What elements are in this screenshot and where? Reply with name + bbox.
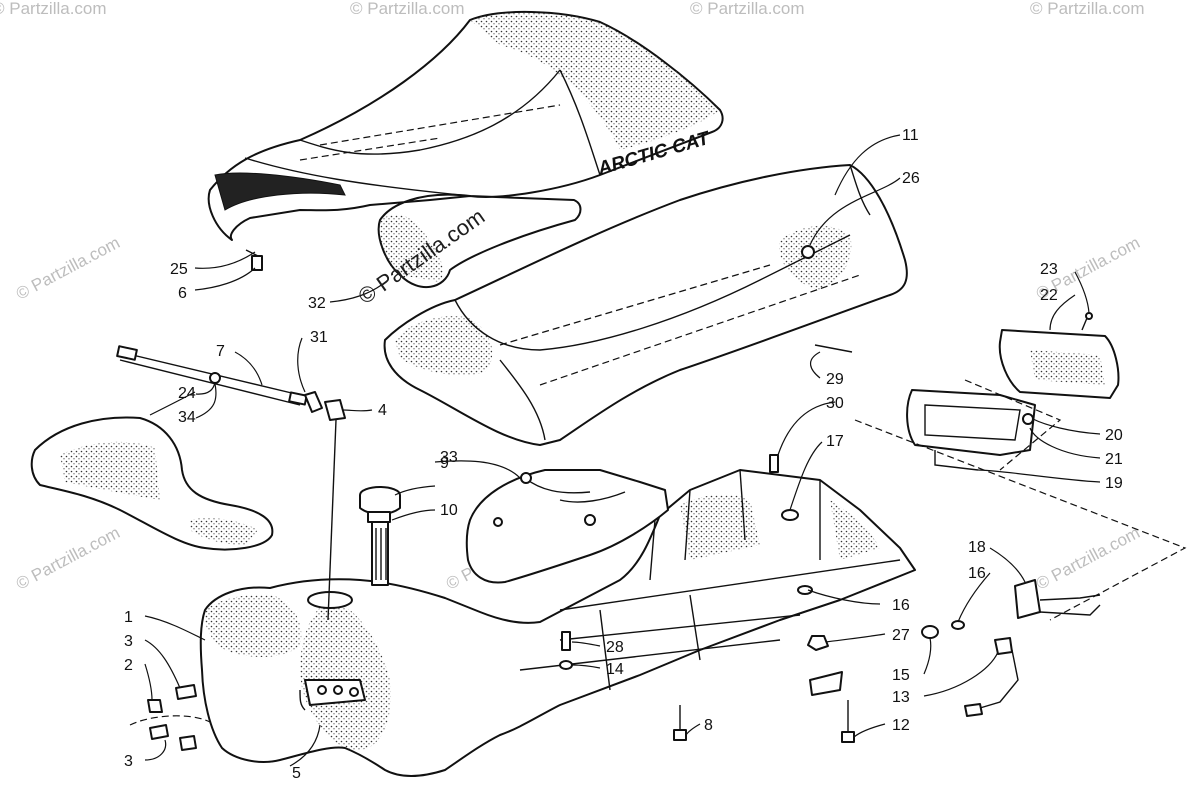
callout-7: 7 — [216, 343, 225, 360]
faint-watermark: © Partzilla.com — [350, 0, 465, 18]
callout-34: 34 — [178, 409, 196, 426]
callout-31: 31 — [310, 329, 328, 346]
callout-24: 24 — [178, 385, 196, 402]
faint-watermark: © Partzilla.com — [690, 0, 805, 18]
callout-labels: 1 2 3 3 4 5 6 7 8 9 10 11 12 13 14 15 16… — [124, 127, 1123, 782]
leader-lines — [144, 134, 1101, 767]
callout-3: 3 — [124, 753, 133, 770]
callout-12: 12 — [892, 717, 910, 734]
callout-15: 15 — [892, 667, 910, 684]
faint-watermark: © Partzilla.com — [13, 233, 123, 304]
callout-6: 6 — [178, 285, 187, 302]
seat-base — [383, 164, 908, 446]
callout-32: 32 — [308, 295, 326, 312]
callout-14: 14 — [606, 661, 624, 678]
callout-25: 25 — [170, 261, 188, 278]
callout-17: 17 — [826, 433, 844, 450]
callout-22: 22 — [1040, 287, 1058, 304]
callout-3: 3 — [124, 633, 133, 650]
callout-26: 26 — [902, 170, 920, 187]
cover-panel — [465, 469, 669, 584]
callout-21: 21 — [1105, 451, 1123, 468]
callout-20: 20 — [1105, 427, 1123, 444]
callout-13: 13 — [892, 689, 910, 706]
callout-27: 27 — [892, 627, 910, 644]
callout-4: 4 — [378, 402, 387, 419]
faint-watermark: © Partzilla.com — [0, 0, 107, 18]
callout-18: 18 — [968, 539, 986, 556]
faint-watermark: © Partzilla.com — [1033, 523, 1143, 594]
callout-30: 30 — [826, 395, 844, 412]
callout-11: 11 — [902, 127, 919, 144]
faint-watermark: © Partzilla.com — [13, 523, 123, 594]
side-panel-left — [30, 416, 274, 551]
taillight-assembly — [854, 312, 1187, 621]
callout-1: 1 — [124, 609, 133, 626]
callout-29: 29 — [826, 371, 844, 388]
callout-33: 33 — [440, 449, 458, 466]
callout-9: 9 — [440, 455, 449, 472]
callout-5: 5 — [292, 765, 301, 782]
callout-16: 16 — [968, 565, 986, 582]
callout-19: 19 — [1105, 475, 1123, 492]
callout-10: 10 — [440, 502, 458, 519]
callout-8: 8 — [704, 717, 713, 734]
callout-23: 23 — [1040, 261, 1058, 278]
fuel-tank-chassis — [199, 469, 916, 777]
hardware — [116, 245, 1019, 751]
callout-16: 16 — [892, 597, 910, 614]
faint-watermark: © Partzilla.com — [1030, 0, 1145, 18]
callout-28: 28 — [606, 639, 624, 656]
callout-2: 2 — [124, 657, 133, 674]
